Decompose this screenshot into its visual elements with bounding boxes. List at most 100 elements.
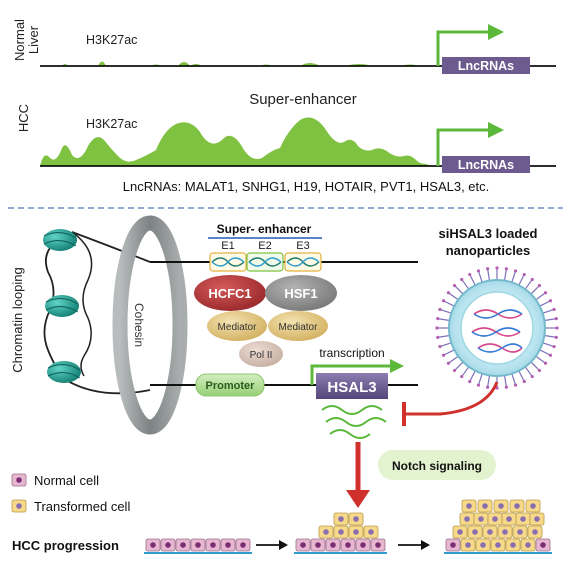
inhibition-arrow xyxy=(404,381,499,416)
cell-nucleus xyxy=(195,542,201,548)
peg-spike xyxy=(477,270,483,283)
legend-transformed-cell-nucleus xyxy=(16,503,22,509)
tf-complex: HCFC1 HSF1 Mediator Mediator Pol II xyxy=(194,275,337,367)
normal-tss-arrow-shaft xyxy=(436,30,490,66)
cell-nucleus xyxy=(530,503,536,509)
peg-spike xyxy=(539,349,551,356)
hcc-progression-label: HCC progression xyxy=(12,538,119,553)
peg-tip xyxy=(495,266,499,270)
legend-normal-cell-label: Normal cell xyxy=(34,473,99,488)
peg-spike xyxy=(530,361,540,371)
normal-lncrnas-box xyxy=(442,57,530,74)
peg-tip xyxy=(537,368,542,373)
enhancer-e2-label: E2 xyxy=(258,240,271,252)
peg-spike xyxy=(454,361,464,371)
peg-tip xyxy=(486,267,490,271)
peg-tip xyxy=(554,335,558,339)
cell-nucleus xyxy=(487,529,493,535)
peg-spike xyxy=(524,366,533,377)
peg-tip xyxy=(436,317,440,321)
cell-nucleus xyxy=(482,503,488,509)
legend-transformed-cell-label: Transformed cell xyxy=(34,499,130,514)
peg-spike xyxy=(437,318,450,322)
notch-signaling-badge xyxy=(378,450,496,480)
peg-spike xyxy=(443,300,455,307)
cell-nucleus xyxy=(330,542,336,548)
peg-tip xyxy=(476,383,481,387)
nanoparticle-peg-spikes xyxy=(435,266,559,390)
stage-arrow-1-head xyxy=(279,540,288,550)
cell-nucleus xyxy=(360,542,366,548)
cell-nucleus xyxy=(532,529,538,535)
peg-tip xyxy=(460,277,464,282)
peg-tip xyxy=(522,272,526,277)
tissue-stage-late xyxy=(444,499,552,554)
peg-tip xyxy=(468,379,472,384)
cell-nucleus xyxy=(517,529,523,535)
enhancer-e1 xyxy=(209,252,247,272)
mediator-left-blob xyxy=(207,311,267,341)
hsal3-transcripts xyxy=(321,405,387,439)
peg-spike xyxy=(524,279,533,290)
cell-nucleus xyxy=(225,542,231,548)
hcc-lncrnas-box xyxy=(442,156,530,173)
peg-tip xyxy=(441,299,446,303)
peg-tip xyxy=(438,344,442,349)
cell-nucleus xyxy=(465,542,471,548)
peg-tip xyxy=(543,361,548,365)
peg-spike xyxy=(535,292,546,301)
hcfc1-label: HCFC1 xyxy=(208,286,251,301)
progression-arrow-head xyxy=(346,490,370,508)
hcc-h3k27ac-signal xyxy=(40,117,432,166)
cell-nucleus xyxy=(540,542,546,548)
enhancer-e3-label: E3 xyxy=(296,240,309,252)
loop-dna-left xyxy=(43,237,151,395)
cell-nucleus xyxy=(240,542,246,548)
nanoparticle-label-line1: siHSAL3 loaded xyxy=(439,226,538,241)
promoter-box xyxy=(195,373,265,397)
cell-nucleus xyxy=(375,542,381,548)
cell-nucleus xyxy=(478,516,484,522)
normal-liver-track: Normal Liver H3K27ac LncRNAs xyxy=(12,19,556,74)
hsf1-blob xyxy=(265,275,337,311)
peg-tip xyxy=(543,291,548,295)
hcfc1-blob xyxy=(194,275,266,311)
nucleosome-3 xyxy=(47,361,81,383)
mediator-left-label: Mediator xyxy=(218,322,258,333)
enhancer-e3 xyxy=(284,252,322,272)
peg-spike xyxy=(503,375,507,388)
cell-nucleus xyxy=(457,529,463,535)
hsal3-box xyxy=(316,373,388,399)
cell-nucleus xyxy=(466,503,472,509)
peg-tip xyxy=(460,374,464,379)
cell-nucleus xyxy=(300,542,306,548)
gene-locus: Promoter transcription HSAL3 xyxy=(150,346,418,439)
mediator-right-blob xyxy=(268,311,328,341)
cell-nucleus xyxy=(353,516,359,522)
hcc-label: HCC xyxy=(16,104,31,132)
normal-tss-arrow-head xyxy=(488,24,504,40)
peg-spike xyxy=(448,292,459,301)
super-enhancer-title: Super-enhancer xyxy=(249,91,357,108)
cell-nucleus xyxy=(338,516,344,522)
notch-signaling-label: Notch signaling xyxy=(392,459,482,473)
peg-spike xyxy=(487,375,491,388)
peg-spike xyxy=(542,308,555,314)
cohesin-ring xyxy=(112,215,188,435)
peg-spike xyxy=(454,285,464,295)
peg-tip xyxy=(438,307,442,312)
peg-spike xyxy=(518,370,525,382)
peg-spike xyxy=(477,373,483,386)
peg-spike xyxy=(461,279,470,290)
nucleosome-2 xyxy=(45,295,79,317)
tissue-stage-normal xyxy=(144,538,252,554)
cell-nucleus xyxy=(506,516,512,522)
transcription-arrow-head xyxy=(390,359,404,373)
mediator-right-label: Mediator xyxy=(279,322,319,333)
transcription-arrow-shaft xyxy=(310,364,392,385)
peg-tip xyxy=(504,385,508,389)
peg-tip xyxy=(452,283,457,288)
peg-spike xyxy=(487,268,491,281)
peg-spike xyxy=(530,285,540,295)
